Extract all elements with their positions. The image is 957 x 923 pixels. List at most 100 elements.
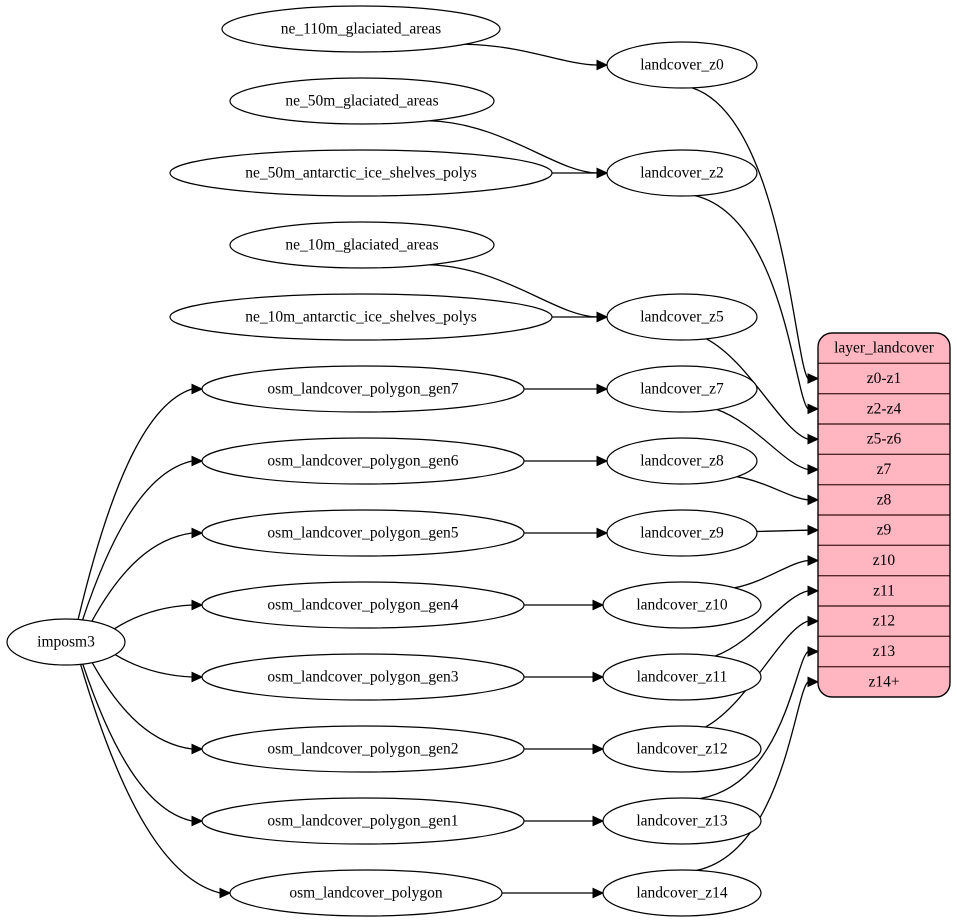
arrowhead — [596, 59, 609, 71]
node-source-osm_landcover_polygon_gen2[interactable]: osm_landcover_polygon_gen2 — [201, 725, 525, 773]
node-shape — [602, 797, 762, 845]
node-shape — [229, 77, 495, 125]
edge-imposm3-to-osm_landcover_polygon_gen2 — [91, 662, 193, 750]
edge-imposm3-to-osm_landcover_polygon — [79, 664, 221, 894]
table-row[interactable]: z0-z1 — [867, 370, 901, 387]
node-source-osm_landcover_polygon_gen6[interactable]: osm_landcover_polygon_gen6 — [201, 437, 525, 485]
node-view-landcover_z5[interactable]: landcover_z5 — [606, 293, 758, 341]
node-source-osm_landcover_polygon_gen7[interactable]: osm_landcover_polygon_gen7 — [201, 365, 525, 413]
node-imposm3[interactable]: imposm3 — [6, 618, 126, 666]
arrowhead — [592, 599, 605, 611]
table-outline — [817, 332, 951, 698]
edge-ne_110m_glaciated_areas-to-landcover_z0 — [465, 43, 598, 66]
arrowhead — [191, 383, 204, 395]
edge-landcover_z11-to-layer_landcover-z11 — [714, 590, 809, 657]
node-label: landcover_z13 — [636, 813, 727, 830]
layer-landcover-node[interactable]: layer_landcoverz0-z1z2-z4z5-z6z7z8z9z10z… — [817, 332, 951, 698]
node-source-ne_10m_glaciated_areas[interactable]: ne_10m_glaciated_areas — [229, 221, 495, 269]
node-shape — [229, 869, 503, 917]
node-view-landcover_z14[interactable]: landcover_z14 — [602, 869, 762, 917]
edge-ne_50m_glaciated_areas-to-landcover_z2 — [429, 120, 598, 174]
edge-landcover_z5-to-layer_landcover-z5-z6 — [705, 338, 809, 440]
node-view-landcover_z7[interactable]: landcover_z7 — [606, 365, 758, 413]
arrowhead — [596, 167, 609, 179]
node-label: ne_50m_glaciated_areas — [285, 93, 438, 110]
arrowhead — [592, 671, 605, 683]
node-source-ne_50m_glaciated_areas[interactable]: ne_50m_glaciated_areas — [229, 77, 495, 125]
node-shape — [602, 581, 762, 629]
arrowhead — [191, 599, 204, 611]
node-label: landcover_z9 — [640, 525, 724, 542]
arrowhead — [807, 676, 820, 688]
node-shape — [229, 221, 495, 269]
node-source-osm_landcover_polygon_gen5[interactable]: osm_landcover_polygon_gen5 — [201, 509, 525, 557]
node-source-osm_landcover_polygon_gen3[interactable]: osm_landcover_polygon_gen3 — [201, 653, 525, 701]
node-view-landcover_z8[interactable]: landcover_z8 — [606, 437, 758, 485]
edge-ne_10m_glaciated_areas-to-landcover_z5 — [429, 264, 598, 318]
node-shape — [201, 653, 525, 701]
node-label: imposm3 — [37, 634, 95, 651]
node-shape — [606, 149, 758, 197]
node-view-landcover_z10[interactable]: landcover_z10 — [602, 581, 762, 629]
edge-landcover_z12-to-layer_landcover-z12 — [705, 620, 809, 728]
arrowhead — [807, 464, 820, 475]
node-label: osm_landcover_polygon_gen5 — [267, 525, 458, 542]
node-shape — [606, 509, 758, 557]
table-row[interactable]: z2-z4 — [867, 400, 902, 417]
table-row[interactable]: z12 — [873, 613, 895, 630]
edge-imposm3-to-osm_landcover_polygon_gen7 — [77, 388, 193, 620]
node-label: ne_110m_glaciated_areas — [281, 21, 441, 38]
arrowhead — [807, 433, 820, 445]
edge-imposm3-to-osm_landcover_polygon_gen4 — [114, 604, 193, 630]
table-row[interactable]: z9 — [877, 522, 892, 539]
arrowhead — [807, 585, 820, 597]
edge-landcover_z2-to-layer_landcover-z2-z4 — [694, 195, 809, 410]
arrowhead — [219, 887, 232, 899]
node-source-ne_110m_glaciated_areas[interactable]: ne_110m_glaciated_areas — [221, 5, 501, 53]
table-row[interactable]: z8 — [877, 491, 892, 508]
node-label: osm_landcover_polygon_gen7 — [267, 381, 458, 398]
table-row[interactable]: z14+ — [868, 673, 899, 690]
node-source-osm_landcover_polygon_gen4[interactable]: osm_landcover_polygon_gen4 — [201, 581, 525, 629]
node-label: landcover_z14 — [636, 885, 727, 902]
arrowhead — [191, 527, 204, 539]
table-row[interactable]: z11 — [873, 582, 895, 599]
node-label: landcover_z2 — [640, 165, 724, 182]
node-shape — [201, 509, 525, 557]
node-source-osm_landcover_polygon_gen1[interactable]: osm_landcover_polygon_gen1 — [201, 797, 525, 845]
arrowhead — [592, 743, 605, 755]
node-view-landcover_z9[interactable]: landcover_z9 — [606, 509, 758, 557]
node-label: osm_landcover_polygon — [289, 885, 443, 902]
node-view-landcover_z0[interactable]: landcover_z0 — [606, 41, 758, 89]
node-source-ne_10m_antarctic_ice_shelves_polys[interactable]: ne_10m_antarctic_ice_shelves_polys — [169, 293, 553, 341]
node-view-landcover_z11[interactable]: landcover_z11 — [602, 653, 762, 701]
arrowhead — [191, 671, 204, 683]
node-shape — [602, 869, 762, 917]
node-label: osm_landcover_polygon_gen3 — [267, 669, 458, 686]
node-view-landcover_z2[interactable]: landcover_z2 — [606, 149, 758, 197]
table-row[interactable]: z7 — [877, 461, 892, 478]
edge-landcover_z0-to-layer_landcover-z0-z1 — [691, 87, 809, 379]
node-source-ne_50m_antarctic_ice_shelves_polys[interactable]: ne_50m_antarctic_ice_shelves_polys — [169, 149, 553, 197]
table-row[interactable]: z13 — [873, 643, 896, 660]
table-row[interactable]: z5-z6 — [867, 431, 902, 448]
node-shape — [201, 437, 525, 485]
table-row[interactable]: z10 — [873, 552, 896, 569]
node-view-landcover_z13[interactable]: landcover_z13 — [602, 797, 762, 845]
node-view-landcover_z12[interactable]: landcover_z12 — [602, 725, 762, 773]
node-shape — [606, 41, 758, 89]
node-shape — [169, 293, 553, 341]
edge-landcover_z14-to-layer_landcover-z14- — [696, 681, 809, 872]
node-shape — [169, 149, 553, 197]
node-label: landcover_z5 — [640, 309, 724, 326]
nodes-layer: imposm3 ne_110m_glaciated_areas ne_50m_gla… — [6, 5, 762, 917]
node-label: osm_landcover_polygon_gen1 — [267, 813, 458, 830]
node-shape — [602, 725, 762, 773]
edge-imposm3-to-osm_landcover_polygon_gen1 — [82, 663, 193, 822]
arrowhead — [596, 311, 609, 323]
node-label: landcover_z7 — [640, 381, 724, 398]
node-source-osm_landcover_polygon[interactable]: osm_landcover_polygon — [229, 869, 503, 917]
node-shape — [6, 618, 126, 666]
